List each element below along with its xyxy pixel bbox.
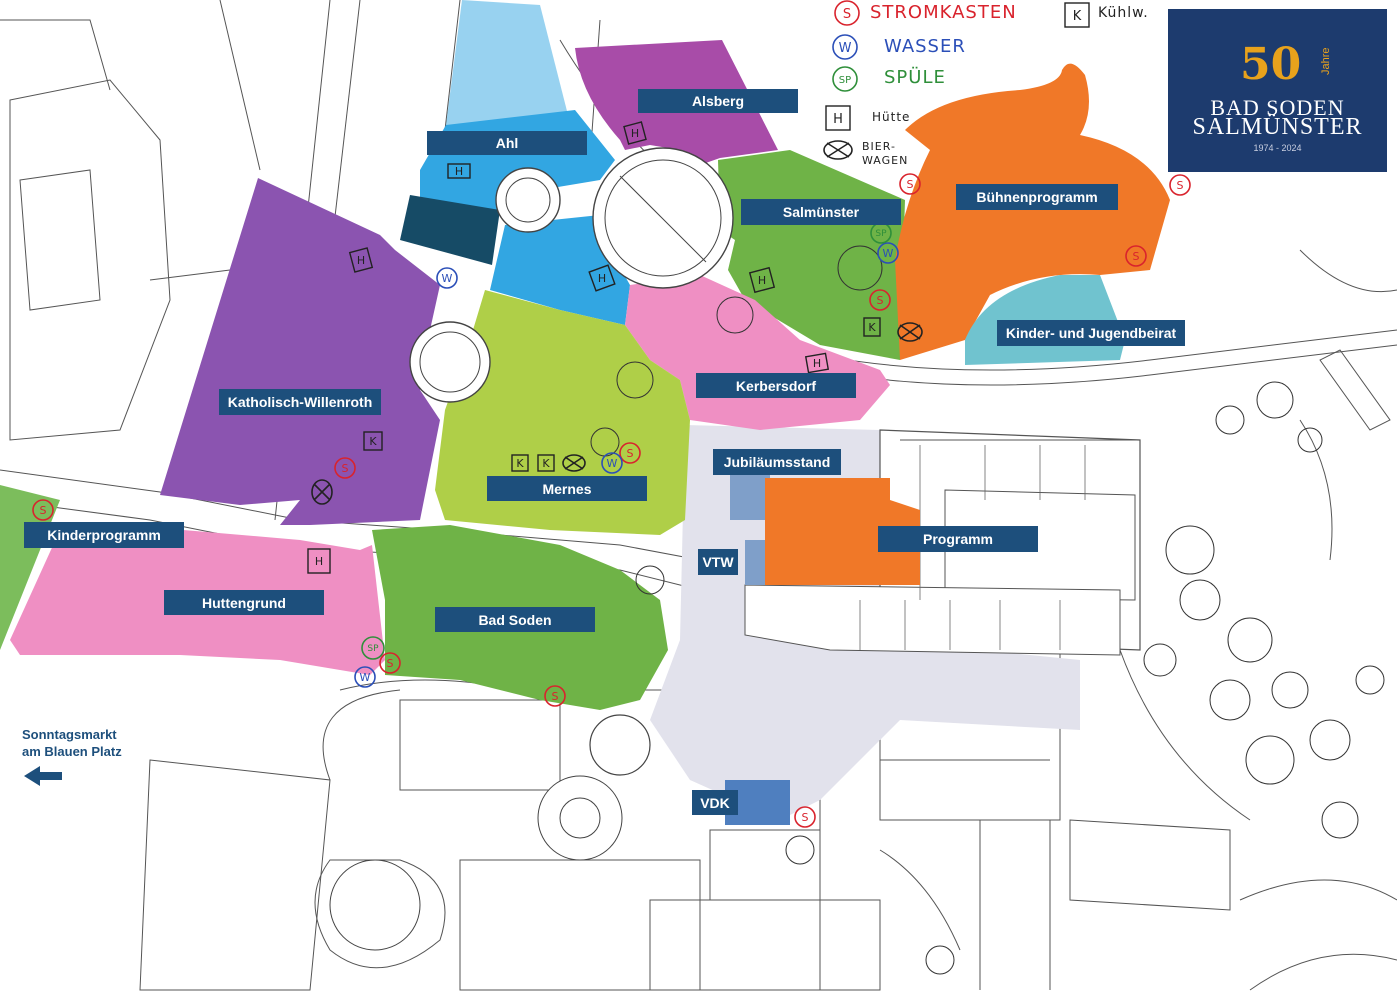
jubilee-logo: 50 Jahre BAD SODEN SALMÜNSTER 1974 - 202… <box>1168 9 1387 172</box>
legend-wasser-text: WASSER <box>884 36 966 57</box>
zone-label-bad-soden[interactable]: Bad Soden <box>435 607 595 632</box>
zone-label-huttengrund[interactable]: Huttengrund <box>164 590 324 615</box>
svg-text:H: H <box>813 357 821 370</box>
zone-label-buehnenprogramm[interactable]: Bühnenprogramm <box>956 184 1118 210</box>
svg-text:K: K <box>542 457 550 470</box>
legend-strom-text: STROMKASTEN <box>870 2 1017 23</box>
building-area <box>650 425 1141 820</box>
svg-text:H: H <box>833 112 843 127</box>
svg-text:SP: SP <box>839 75 851 86</box>
svg-text:K: K <box>868 321 876 334</box>
zone-label-kinderprogramm[interactable]: Kinderprogramm <box>24 522 184 548</box>
svg-text:SP: SP <box>367 644 379 654</box>
svg-text:S: S <box>1177 179 1184 192</box>
legend-spuele-text: SPÜLE <box>884 67 946 88</box>
zone-shape-programm <box>765 478 920 585</box>
svg-text:K: K <box>1073 9 1082 24</box>
svg-text:W: W <box>607 457 618 470</box>
roundabouts <box>329 147 734 951</box>
svg-text:S: S <box>387 657 394 670</box>
svg-text:W: W <box>442 272 453 285</box>
svg-text:S: S <box>877 294 884 307</box>
logo-years: 1974 - 2024 <box>1253 143 1302 153</box>
zone-shape-ahl-lower <box>490 215 630 325</box>
zone-label-katholisch-willenroth[interactable]: Katholisch-Willenroth <box>219 389 381 415</box>
zone-shape-jubilaeumsstand <box>730 470 770 520</box>
zone-label-kerbersdorf[interactable]: Kerbersdorf <box>696 373 856 398</box>
zone-shape-mernes <box>435 290 690 535</box>
svg-text:H: H <box>315 555 323 568</box>
zone-label-salmuenster[interactable]: Salmünster <box>741 199 901 225</box>
svg-text:K: K <box>516 457 524 470</box>
zone-label-mernes[interactable]: Mernes <box>487 476 647 501</box>
svg-text:S: S <box>627 447 634 460</box>
zone-shape-ahl-dark <box>400 195 500 265</box>
legend-kuehl-text: Kühlw. <box>1098 5 1149 21</box>
zone-label-programm[interactable]: Programm <box>878 526 1038 552</box>
zone-label-jubilaeumsstand[interactable]: Jubiläumsstand <box>713 449 841 475</box>
svg-text:SP: SP <box>875 229 887 239</box>
legend-symbols: S K W SP H <box>823 0 1090 160</box>
sonntagsmarkt-line2: am Blauen Platz <box>22 744 122 759</box>
trees <box>590 245 1385 975</box>
svg-text:S: S <box>802 811 809 824</box>
svg-text:W: W <box>883 247 894 260</box>
logo-suffix: Jahre <box>1320 47 1332 75</box>
logo-line1: BAD SODEN <box>1210 95 1345 120</box>
svg-text:S: S <box>342 462 349 475</box>
zone-shape-ahl-top <box>446 0 568 130</box>
svg-text:S: S <box>907 178 914 191</box>
svg-text:K: K <box>369 435 377 448</box>
zone-label-kinder-jugendbeirat[interactable]: Kinder- und Jugendbeirat <box>997 320 1185 346</box>
svg-text:S: S <box>40 504 47 517</box>
svg-text:H: H <box>758 274 766 287</box>
zone-label-vdk[interactable]: VDK <box>692 790 738 815</box>
svg-text:S: S <box>1133 250 1140 263</box>
map-markers: S S S S S S S S S S W W W W SP SP H H H H H H H <box>32 121 1191 828</box>
legend-huette-text: Hütte <box>872 110 911 124</box>
left-arrow-icon <box>24 766 62 786</box>
svg-text:H: H <box>598 272 606 285</box>
logo-line2: SALMÜNSTER <box>1192 114 1363 140</box>
zone-shape-vdk <box>725 780 790 825</box>
zone-label-alsberg[interactable]: Alsberg <box>638 89 798 113</box>
zone-label-ahl[interactable]: Ahl <box>427 131 587 155</box>
svg-text:S: S <box>843 7 851 22</box>
sonntagsmarkt-note[interactable]: Sonntagsmarkt am Blauen Platz <box>22 726 122 760</box>
svg-text:W: W <box>360 671 371 684</box>
sonntagsmarkt-line1: Sonntagsmarkt <box>22 727 117 742</box>
logo-number: 50 <box>1240 39 1302 90</box>
svg-text:W: W <box>839 41 852 56</box>
svg-text:S: S <box>552 690 559 703</box>
zone-shape-vtw <box>745 540 765 585</box>
strom-marker <box>32 173 1191 828</box>
svg-text:H: H <box>357 254 365 267</box>
svg-text:H: H <box>631 127 639 140</box>
zone-shape-katholisch-willenroth <box>160 178 440 525</box>
zone-label-vtw[interactable]: VTW <box>698 549 738 575</box>
legend-bierwagen-text: BIER-WAGEN <box>862 140 909 167</box>
svg-text:H: H <box>455 165 463 178</box>
zone-shape-buehnenprogramm <box>895 63 1170 361</box>
